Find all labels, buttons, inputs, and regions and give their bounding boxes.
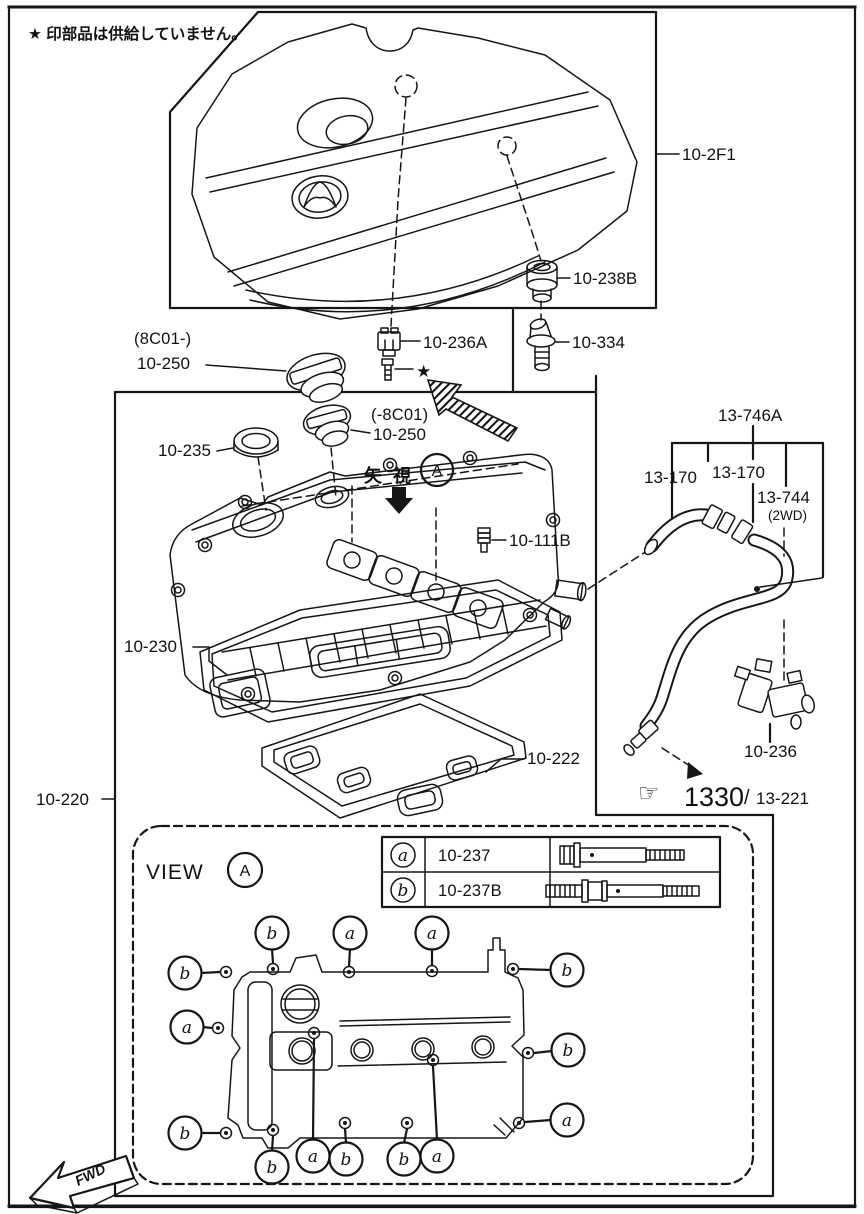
label-8C01-from: (8C01-) (134, 330, 191, 348)
label-10-238B: 10-238B (573, 269, 637, 288)
bolt-a-drawing (559, 842, 685, 868)
label-10-222: 10-222 (527, 749, 580, 768)
callout-a: a (432, 1147, 442, 1167)
label-10-250-new: 10-250 (137, 354, 190, 373)
label-10-334: 10-334 (572, 333, 625, 352)
ref-13-221: ☞ 1330 / 13-221 (638, 747, 809, 812)
callout-b: b (562, 961, 573, 981)
engine-cover-box (168, 10, 680, 394)
label-2WD: (2WD) (768, 508, 807, 523)
pointer-hand-icon: ☞ (638, 780, 660, 807)
hose-labels: 13-746A 13-170 13-170 13-744 (2WD) (644, 406, 825, 579)
label-10-235: 10-235 (158, 441, 211, 460)
fwd-arrow: FWD (28, 1154, 139, 1214)
callout-b: b (563, 1041, 574, 1061)
supply-note: ★ 印部品は供給していません。 (28, 24, 247, 43)
head-cover-box (113, 390, 775, 1198)
table-row-b: b 10-237B (390, 877, 700, 903)
filler-cap-old (302, 404, 352, 447)
pipe-10-334 (526, 318, 570, 372)
clip-10-236A (377, 327, 421, 381)
callout-a: a (427, 924, 437, 944)
label-13-744: 13-744 (757, 488, 810, 507)
gasket-10-230 (199, 579, 563, 723)
label-10-230: 10-230 (124, 637, 177, 656)
label-10-2F1: 10-2F1 (682, 145, 736, 164)
fastener-table: a 10-237 b 10-237B (380, 835, 722, 909)
label-10-220: 10-220 (36, 790, 89, 809)
valve-10-236-drawing (733, 658, 815, 730)
table-row-a: a 10-237 (390, 842, 685, 868)
page-border (7, 5, 857, 1209)
ref-part-text: 13-221 (756, 789, 809, 808)
engine-cover-drawing (191, 23, 638, 327)
callout-b: b (399, 1150, 410, 1170)
cover-top-view (227, 937, 525, 1149)
view-a-title: VIEW A (146, 851, 264, 889)
table-part-10-237B: 10-237B (438, 882, 502, 900)
ref-sep-text: / (744, 787, 750, 809)
table-part-10-237: 10-237 (438, 847, 491, 865)
view-jp-letter: A (432, 463, 443, 480)
label-10-250-old: 10-250 (373, 425, 426, 444)
callout-b: b (180, 964, 191, 984)
label-13-746A: 13-746A (718, 406, 783, 425)
stud-10-111B (477, 527, 507, 553)
view-arrow-jp: 矢 視 A (364, 452, 455, 514)
valve-cover-drawing (169, 450, 587, 703)
view-word: VIEW (146, 861, 204, 884)
ref-group-text: 1330 (684, 782, 744, 812)
view-a-frame (131, 824, 755, 1186)
view-letter: A (240, 863, 251, 880)
label-10-111B: 10-111B (509, 531, 571, 550)
callout-b: b (180, 1124, 191, 1144)
seal-rubber-10-238B (526, 259, 571, 303)
callout-a: a (345, 924, 355, 944)
bolt-b-drawing (545, 879, 700, 903)
callout-a: a (562, 1111, 572, 1131)
callout-b: b (267, 924, 278, 944)
label-8C01-to: (-8C01) (371, 406, 428, 424)
star-mark: ★ (416, 362, 431, 381)
label-10-236A: 10-236A (423, 333, 488, 352)
table-symbol-a: a (398, 846, 408, 866)
label-13-170-mid: 13-170 (712, 463, 765, 482)
view-jp-text: 矢 視 (364, 465, 414, 486)
label-13-170-left: 13-170 (644, 468, 697, 487)
mazda-logo (291, 175, 349, 219)
hatched-arrow (426, 379, 519, 443)
callout-a: a (182, 1018, 192, 1038)
gasket-10-222 (261, 693, 527, 819)
label-10-236: 10-236 (744, 742, 797, 761)
callout-a: a (308, 1147, 318, 1167)
filler-cap-new (286, 352, 346, 403)
callout-b: b (341, 1150, 352, 1170)
table-symbol-b: b (398, 881, 409, 901)
hose-drawing (623, 504, 823, 756)
callout-b: b (267, 1158, 278, 1178)
view-a-callouts: b b a a b a b b b a b b a a (167, 915, 586, 1185)
